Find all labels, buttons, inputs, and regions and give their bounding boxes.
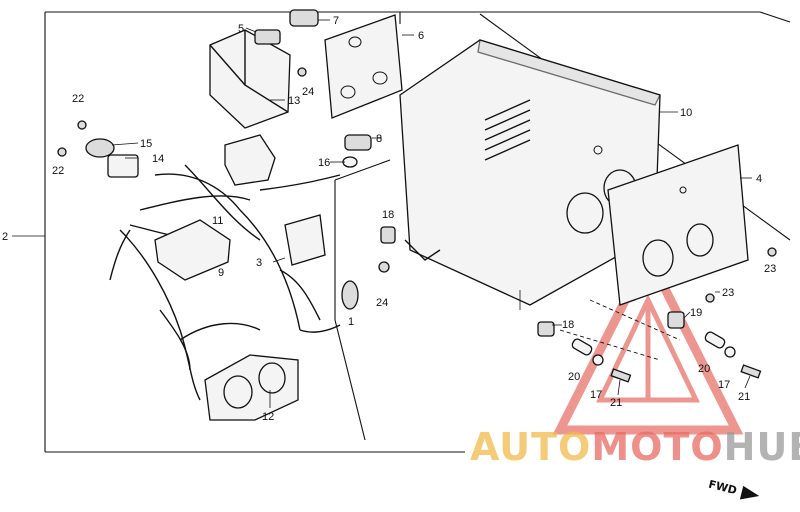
callout-5: 5 [238,23,244,35]
terminal-block-11 [224,134,276,186]
callout-4: 4 [756,173,762,185]
fwd-label: FWD [707,478,738,498]
switch-7 [289,9,319,27]
callout-2: 2 [2,231,8,243]
wiring-harness [109,164,341,401]
watermark-triangle [552,244,744,435]
callout-18b: 18 [562,319,574,331]
leader-lines [12,19,752,408]
grommet-1 [341,280,359,310]
callout-19: 19 [690,307,702,319]
callout-11: 11 [212,215,223,227]
callout-6: 6 [418,30,424,42]
switch-15 [85,138,115,158]
control-box-cover [399,39,661,310]
control-module [209,29,291,129]
callout-21a: 21 [610,397,622,409]
callout-17b: 17 [718,379,730,391]
callout-23b: 23 [764,263,776,275]
logo-hub: HUB [724,425,800,469]
connector-block-3 [284,214,326,266]
callout-9: 9 [218,267,224,279]
callout-12: 12 [262,411,274,423]
outlet-12 [204,354,299,421]
panel-sheet [324,14,403,119]
callout-21b: 21 [738,391,750,403]
callout-16: 16 [318,157,330,169]
callout-1: 1 [348,316,354,328]
switch-8 [344,134,372,151]
logo-auto: AUTO [470,425,591,469]
svg-text:AUTOMOTOHUB: AUTOMOTOHUB [470,425,800,469]
callout-labels: 1 2 3 4 5 6 7 8 9 10 11 12 13 14 15 16 1… [2,15,776,423]
callout-20b: 20 [698,363,710,375]
callout-7: 7 [333,15,339,27]
callout-20a: 20 [568,371,580,383]
callout-13: 13 [288,95,300,107]
front-panel-plate [607,144,749,306]
fwd-arrow-icon [739,485,760,500]
logo-moto: MOTO [591,425,723,469]
small-hardware [57,67,777,383]
callout-18a: 18 [382,209,394,221]
callout-15: 15 [140,138,152,150]
switch-5 [254,29,281,45]
fwd-arrow: FWD [707,478,760,500]
callout-10: 10 [680,107,692,119]
callout-3: 3 [256,257,262,269]
callout-14: 14 [152,153,164,165]
callout-24b: 24 [376,297,388,309]
callout-24a: 24 [302,86,314,98]
callout-17a: 17 [590,389,602,401]
watermark-logo: AUTOMOTOHUB [470,425,800,469]
switch-14 [107,154,139,178]
callout-8: 8 [376,133,382,145]
callout-23a: 23 [722,287,734,299]
callout-22b: 22 [52,165,64,177]
relay-9 [154,219,231,281]
callout-22a: 22 [72,93,84,105]
